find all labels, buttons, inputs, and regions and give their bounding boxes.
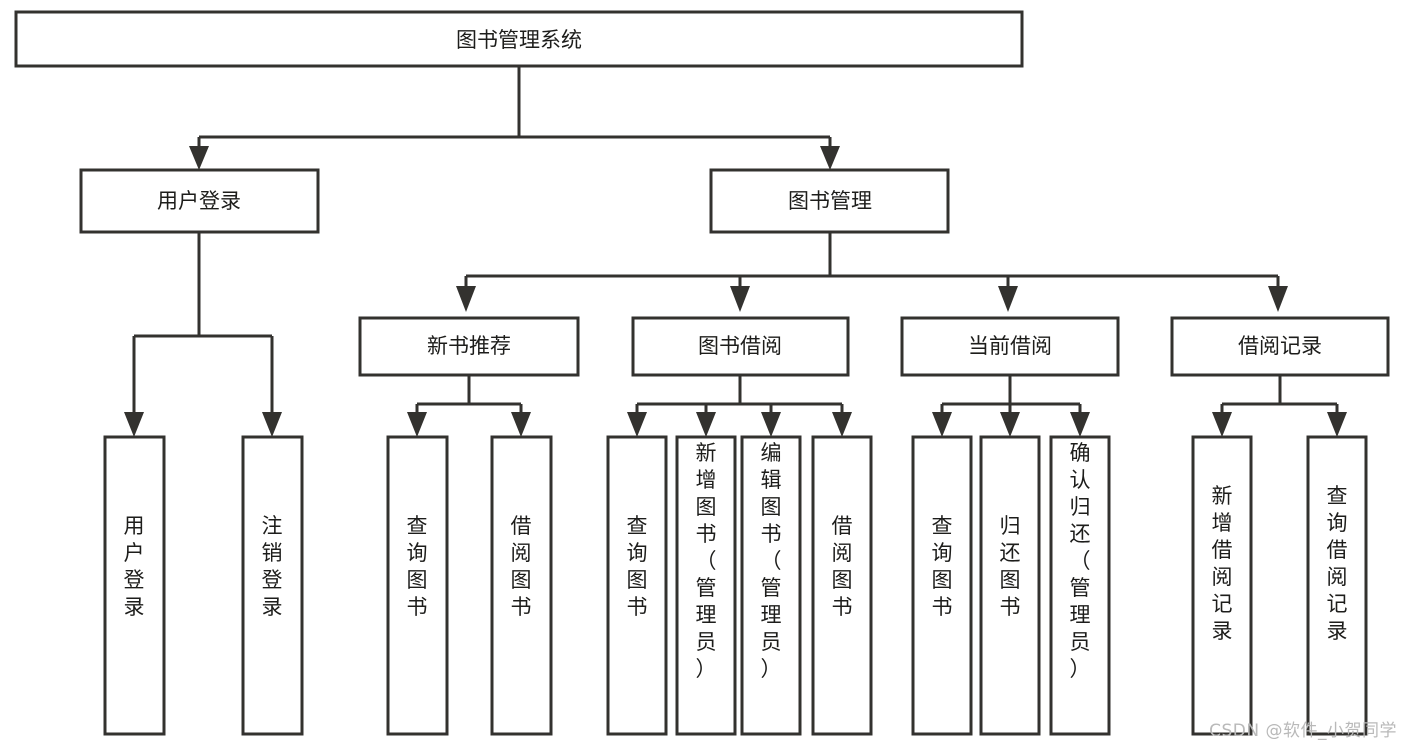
node-current-borrow-label: 当前借阅: [968, 334, 1052, 358]
leaf-borrow-book[interactable]: 借阅图书: [811, 435, 873, 736]
leaf-query-borrow-record[interactable]: 查询借阅记录: [1306, 435, 1368, 736]
leaf-add-borrow-record[interactable]: 新增借阅记录: [1191, 435, 1253, 736]
connector-new-book-to-leaves: [407, 375, 531, 437]
leaf-confirm-return-admin[interactable]: 确认归还（管理员）: [1049, 435, 1111, 736]
connector-current-borrow-to-leaves: [932, 375, 1090, 437]
leaf-add-borrow-record-label: 新增借阅记录: [1212, 484, 1233, 643]
leaf-edit-book-admin-label: 编辑图书（管理员）: [761, 441, 782, 681]
leaf-query-book-recommend[interactable]: 查询图书: [386, 435, 449, 736]
leaf-logout-label: 注销登录: [262, 514, 283, 619]
connector-root-to-level2: [189, 66, 840, 170]
connector-book-management-to-level3: [456, 232, 1288, 312]
leaf-query-book-borrow-label: 查询图书: [627, 514, 648, 619]
node-root-system[interactable]: 图书管理系统: [14, 10, 1024, 68]
arrow-head-book-management: [820, 146, 840, 170]
connector-book-borrow-to-leaves: [627, 375, 852, 437]
leaf-logout[interactable]: 注销登录: [241, 435, 304, 736]
node-book-borrow[interactable]: 图书借阅: [631, 316, 850, 377]
csdn-watermark: CSDN @软件_小贺同学: [1209, 721, 1397, 741]
node-borrow-records-label: 借阅记录: [1238, 334, 1322, 358]
node-new-book-recommend-label: 新书推荐: [427, 334, 511, 358]
leaf-user-login[interactable]: 用户登录: [103, 435, 166, 736]
leaf-add-book-admin[interactable]: 新增图书（管理员）: [675, 435, 737, 736]
leaf-query-borrow-record-label: 查询借阅记录: [1327, 484, 1348, 643]
leaf-query-book-borrow[interactable]: 查询图书: [606, 435, 668, 736]
leaf-return-book[interactable]: 归还图书: [979, 435, 1041, 736]
leaf-borrow-book-label: 借阅图书: [832, 514, 853, 619]
node-new-book-recommend[interactable]: 新书推荐: [358, 316, 580, 377]
leaf-confirm-return-admin-label: 确认归还（管理员）: [1070, 441, 1091, 681]
node-borrow-records[interactable]: 借阅记录: [1170, 316, 1390, 377]
leaf-user-login-label: 用户登录: [124, 514, 145, 619]
node-current-borrow[interactable]: 当前借阅: [900, 316, 1120, 377]
node-book-management-label: 图书管理: [788, 189, 872, 213]
leaf-query-book-recommend-label: 查询图书: [407, 514, 428, 619]
arrow-head-user-login: [189, 146, 209, 170]
node-user-login[interactable]: 用户登录: [79, 168, 320, 234]
connector-borrow-records-to-leaves: [1212, 375, 1347, 437]
leaf-borrow-book-recommend-label: 借阅图书: [511, 514, 532, 619]
connector-user-login-to-leaves: [124, 232, 282, 437]
leaf-return-book-label: 归还图书: [1000, 514, 1021, 619]
leaf-query-book-current[interactable]: 查询图书: [911, 435, 973, 736]
leaf-query-book-current-label: 查询图书: [932, 514, 953, 619]
node-book-management[interactable]: 图书管理: [709, 168, 950, 234]
leaf-add-book-admin-label: 新增图书（管理员）: [696, 441, 717, 681]
leaf-borrow-book-recommend[interactable]: 借阅图书: [490, 435, 553, 736]
node-user-login-label: 用户登录: [157, 189, 241, 213]
leaf-edit-book-admin[interactable]: 编辑图书（管理员）: [740, 435, 802, 736]
node-root-system-label: 图书管理系统: [456, 28, 582, 52]
node-book-borrow-label: 图书借阅: [698, 334, 782, 358]
